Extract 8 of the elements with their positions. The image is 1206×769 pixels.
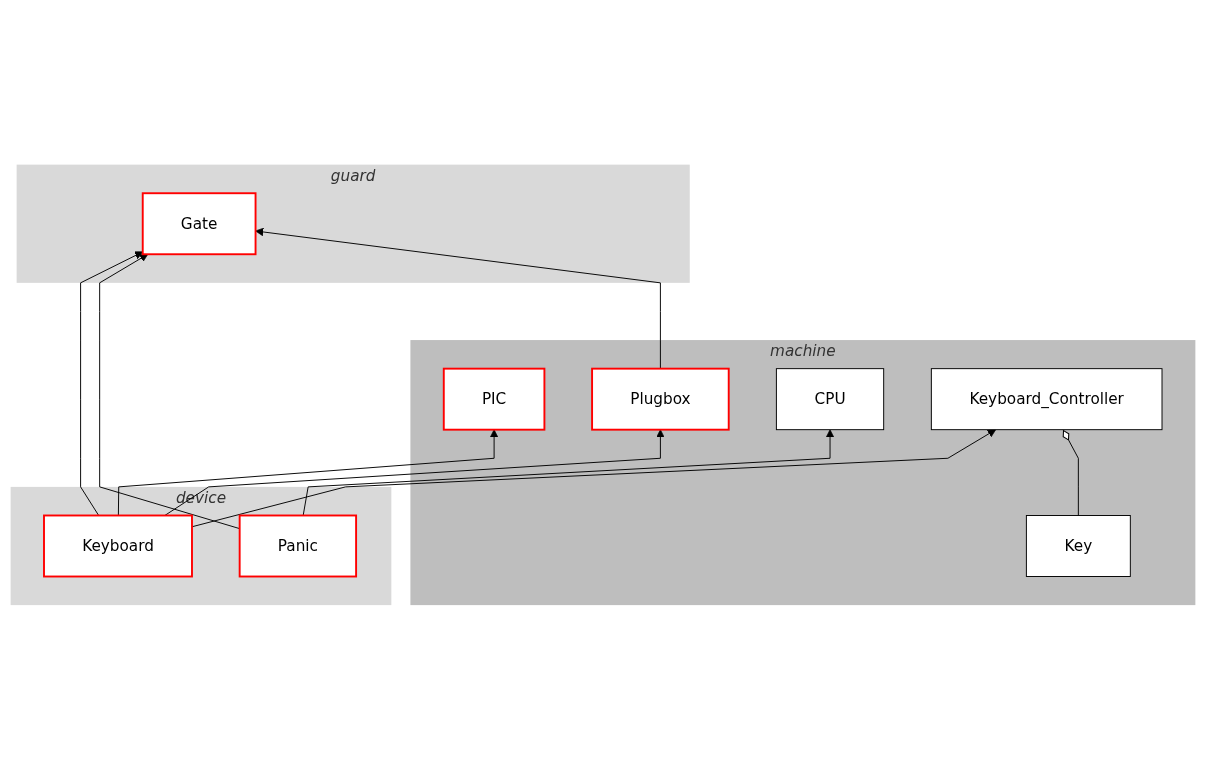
node-box: Keyboard_Controller [930,367,1163,430]
node-box: CPU [775,367,885,430]
node-box: Gate [141,191,257,255]
node-box: Keyboard [43,514,193,578]
node-box: Plugbox [591,367,730,431]
node-box: PIC [442,367,546,431]
node-box: Key [1025,514,1131,577]
node-box: Panic [238,514,358,578]
